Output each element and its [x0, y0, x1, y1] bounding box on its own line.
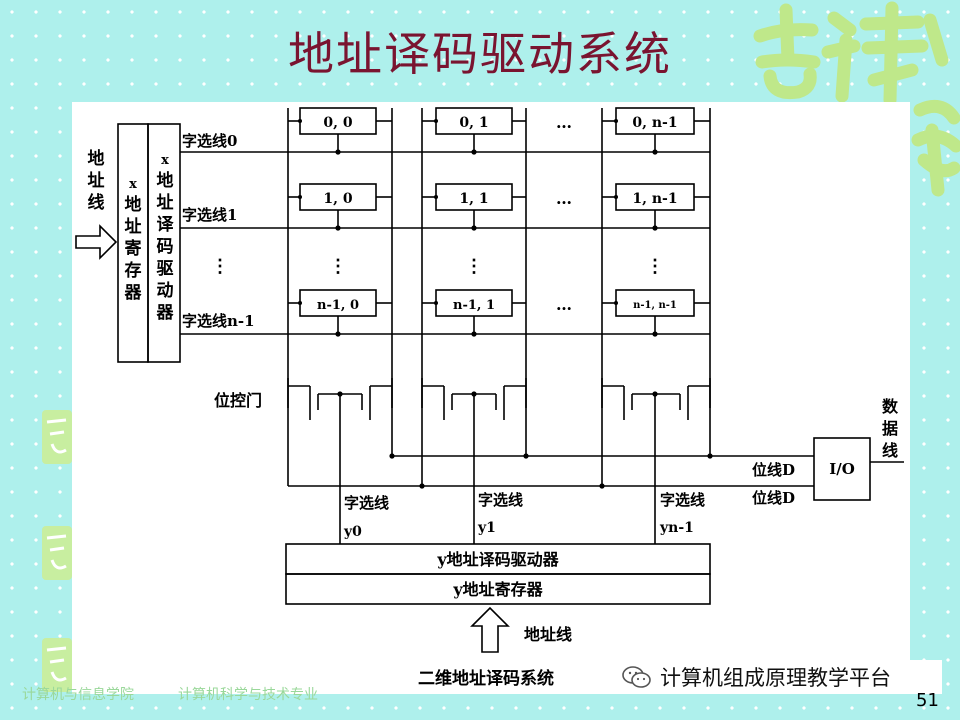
x-input-arrow: [75, 224, 118, 260]
x-decoder-char: 器: [156, 303, 175, 323]
x-decoder-char: 驱: [157, 259, 174, 279]
x-decoder-char: 地: [157, 170, 174, 191]
word-line-label: 字选线1: [182, 206, 237, 224]
word-line-label: 字选线n-1: [182, 312, 255, 330]
bit-control-gate: [287, 378, 393, 486]
x-decoder-char: 码: [157, 237, 174, 257]
x-decoder-char: 址: [157, 193, 174, 213]
x-register-char: x: [129, 177, 137, 192]
cell-label: 0, n-1: [632, 115, 677, 131]
y-select-label: 字选线: [344, 494, 389, 512]
y-register-label: y地址寄存器: [452, 580, 543, 599]
bit-line-label: 位线D: [752, 461, 795, 479]
y-input-arrow: [470, 606, 510, 653]
vertical-ellipsis: ⋮: [211, 256, 229, 277]
cell-label: n-1, 0: [317, 298, 359, 313]
x-register-char: 地: [125, 194, 142, 215]
x-register-char: 寄: [125, 238, 142, 259]
small-calligraphy-decoration: [42, 410, 72, 464]
address-line-label-char: 地: [88, 148, 105, 169]
address-line-label-char: 址: [88, 171, 105, 191]
bit-line-label: 位线D: [752, 489, 795, 507]
bottom-address-line-label: 地址线: [524, 625, 572, 644]
bit-control-gate: [421, 378, 527, 544]
x-address-decoder-box: [147, 123, 181, 363]
horizontal-ellipsis: …: [556, 295, 572, 314]
diagram-caption: 二维地址译码系统: [418, 668, 554, 689]
footer-school: 计算机与信息学院: [22, 687, 134, 703]
x-decoder-char: x: [161, 153, 169, 168]
horizontal-ellipsis: …: [556, 189, 572, 208]
y-address-register-box: [285, 573, 711, 605]
x-decoder-char: 动: [157, 281, 174, 301]
y-select-label: 字选线: [660, 491, 705, 509]
wechat-account-name: 计算机组成原理教学平台: [660, 666, 891, 690]
auspicious-calligraphy-decoration: [753, 1, 960, 197]
slide-title: 地址译码驱动系统: [288, 27, 672, 81]
data-line-char: 据: [882, 419, 898, 438]
y-sub-label: y0: [343, 524, 362, 540]
small-calligraphy-decoration: [42, 638, 72, 692]
io-box: [813, 437, 871, 501]
small-calligraphy-decoration: [42, 526, 72, 580]
footer-major: 计算机科学与技术专业: [178, 687, 318, 703]
horizontal-ellipsis: …: [556, 113, 572, 132]
cell-label: 1, 1: [459, 191, 488, 207]
cell-label: 1, 0: [323, 191, 352, 207]
cell-label: 1, n-1: [632, 191, 677, 207]
x-register-char: 器: [124, 283, 143, 303]
bit-gate-label: 位控门: [214, 391, 262, 410]
vertical-ellipsis: ⋮: [329, 256, 347, 277]
y-sub-label: y1: [477, 520, 496, 536]
vertical-ellipsis: ⋮: [465, 256, 483, 277]
cell-label: n-1, 1: [453, 298, 495, 313]
wechat-watermark: 计算机组成原理教学平台: [622, 660, 942, 694]
cell-label: 0, 0: [323, 115, 352, 131]
io-label: I/O: [829, 460, 855, 478]
x-register-char: 存: [125, 260, 142, 281]
data-line-char: 线: [882, 441, 898, 460]
page-number: 51: [916, 690, 939, 711]
wechat-icon: [622, 666, 651, 688]
x-register-char: 址: [125, 217, 142, 237]
cell-label: n-1, n-1: [633, 300, 677, 311]
address-line-label-char: 线: [88, 192, 105, 213]
cell-label: 0, 1: [459, 115, 488, 131]
diagram-panel: [72, 102, 910, 694]
data-line-char: 数: [882, 397, 899, 416]
x-decoder-char: 译: [157, 215, 175, 235]
vertical-ellipsis: ⋮: [646, 256, 664, 277]
y-sub-label: yn-1: [659, 520, 694, 536]
y-select-label: 字选线: [478, 491, 523, 509]
y-decoder-label: y地址译码驱动器: [436, 550, 559, 569]
word-line-label: 字选线0: [182, 132, 237, 150]
